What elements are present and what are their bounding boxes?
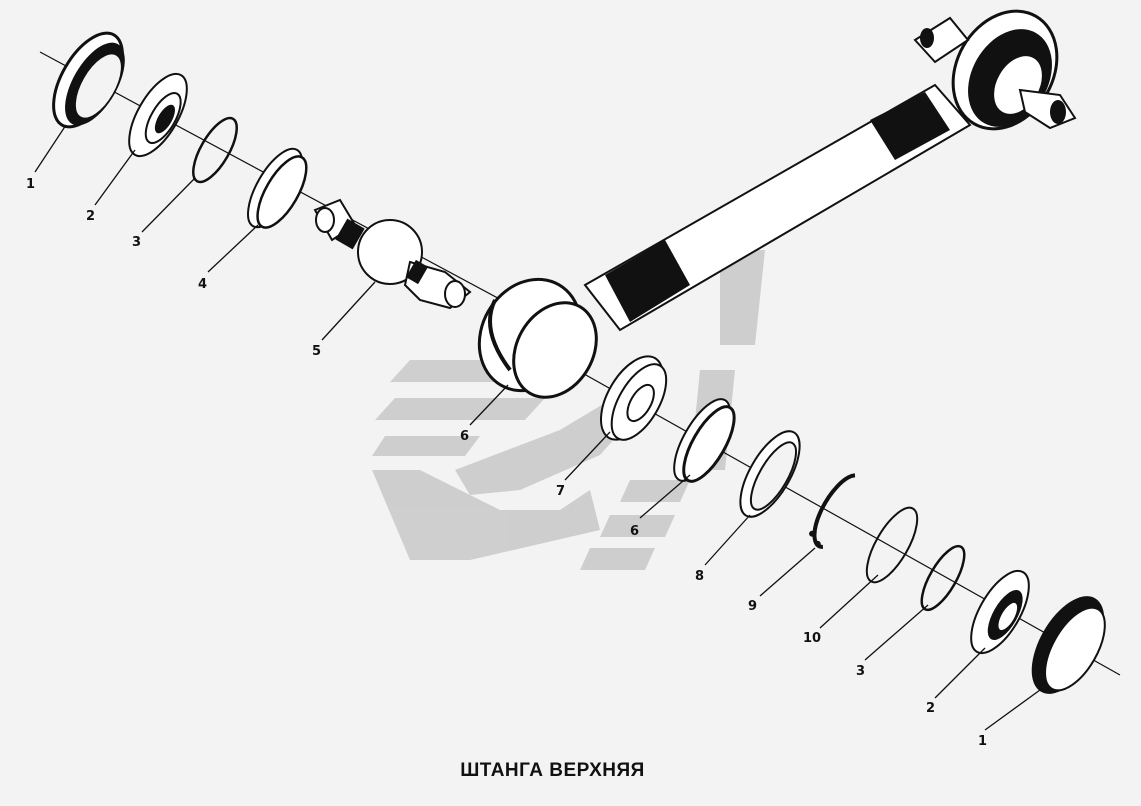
part-ball-pin bbox=[313, 198, 472, 310]
callout-left-4: 4 bbox=[198, 277, 207, 292]
callout-right-1: 1 bbox=[978, 734, 987, 749]
callout-left-1: 1 bbox=[26, 177, 35, 192]
part-cap bbox=[600, 355, 668, 441]
part-bushing-left bbox=[247, 147, 308, 229]
part-ring-10 bbox=[865, 506, 919, 584]
diagram-caption: ШТАНГА ВЕРХНЯЯ bbox=[460, 760, 645, 781]
callout-center-6: 6 bbox=[460, 429, 469, 444]
part-ring-right bbox=[920, 544, 966, 612]
callout-right-8: 8 bbox=[695, 569, 704, 584]
part-seal-left bbox=[52, 31, 125, 129]
part-washer bbox=[739, 430, 801, 518]
callout-right-10: 10 bbox=[803, 631, 821, 646]
callout-left-5: 5 bbox=[312, 344, 321, 359]
part-bushing-center bbox=[673, 398, 736, 483]
part-ring-left bbox=[192, 116, 238, 184]
callout-center-7: 7 bbox=[556, 484, 565, 499]
part-snap-ring bbox=[809, 473, 856, 549]
watermark-logo bbox=[372, 250, 765, 570]
part-cup-right bbox=[970, 569, 1030, 655]
callout-right-9: 9 bbox=[748, 599, 757, 614]
rod-assembly bbox=[477, 9, 1077, 399]
callout-left-3: 3 bbox=[132, 235, 141, 250]
part-cup-left bbox=[128, 72, 188, 158]
callout-right-3: 3 bbox=[856, 664, 865, 679]
callout-center-6b: 6 bbox=[630, 524, 639, 539]
part-seal-right bbox=[1031, 596, 1106, 694]
leader-lines bbox=[34, 124, 1041, 731]
callout-labels: 1 2 3 4 5 6 7 6 8 9 10 3 2 1 bbox=[26, 177, 987, 749]
callout-right-2: 2 bbox=[926, 701, 935, 716]
callout-left-2: 2 bbox=[86, 209, 95, 224]
